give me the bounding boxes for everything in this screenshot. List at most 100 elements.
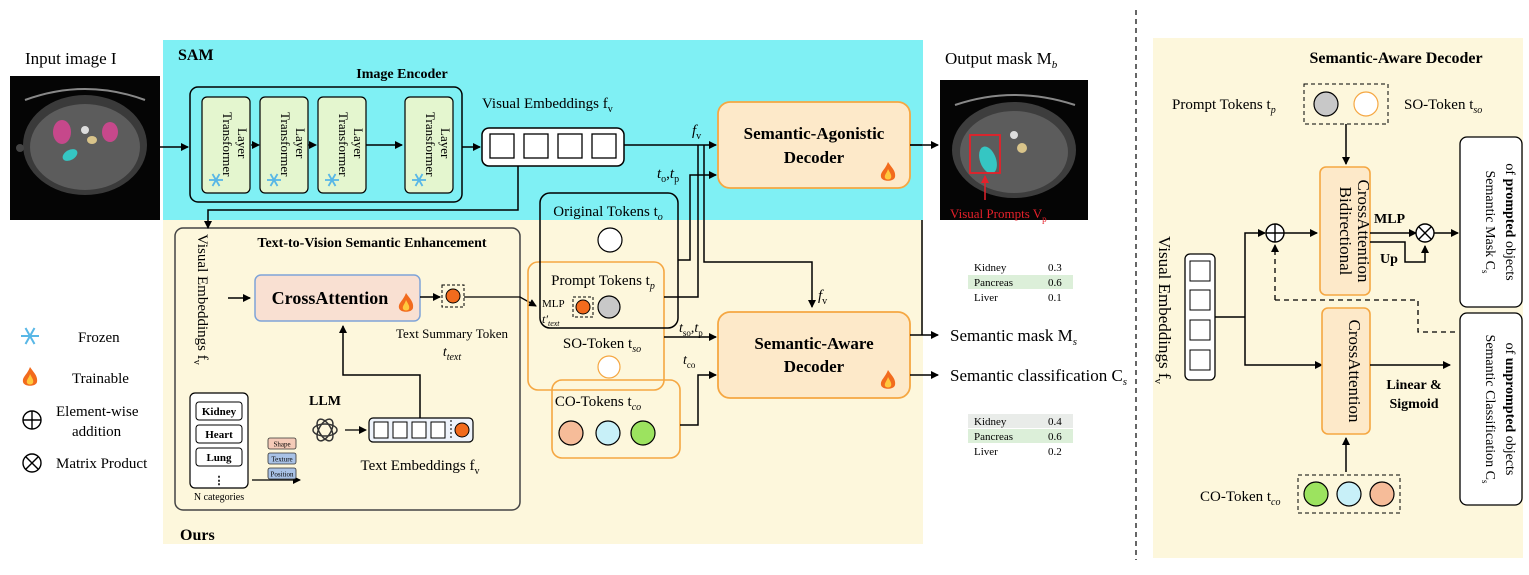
fire-icon [880, 370, 896, 389]
score-value: 0.4 [1048, 416, 1062, 428]
original-token [597, 227, 623, 253]
attribute-label: Position [271, 471, 294, 479]
score-label: Kidney [974, 416, 1007, 428]
highlight-row [968, 429, 1073, 443]
text-to-vision-enhancement [174, 227, 521, 511]
score-label: Kidney [974, 262, 1007, 274]
t2v-title: Text-to-Vision Semantic Enhancement [257, 236, 487, 251]
embedding-cell [591, 133, 617, 159]
prompt-tokens-label: Prompt Tokens tp [551, 273, 655, 292]
category-label: ⋮ [214, 475, 225, 487]
bidirectional-crossattention-block [1319, 166, 1371, 296]
out-mask-line1: Semantic Mask Cs [1480, 170, 1497, 274]
tco-label: tco [683, 353, 696, 370]
bidirectional-line2: CrossAttention [1354, 180, 1373, 283]
snowflake-icon [209, 173, 223, 187]
openai-logo-icon [312, 418, 338, 442]
score-value: 0.3 [1048, 262, 1062, 274]
transformer-layer-label: Transformer [278, 112, 293, 177]
sag-decoder-line2: Decoder [784, 148, 845, 167]
visual-embeddings-box [481, 127, 625, 167]
legend-addition-line2: addition [72, 424, 122, 440]
bidirectional-line1: Bidirectional [1336, 187, 1355, 276]
score-value: 0.6 [1048, 431, 1062, 443]
co-token-row-box [1297, 474, 1401, 514]
to-tp-label: to,tp [657, 166, 679, 185]
attribute-chip [267, 437, 297, 450]
category-label: Kidney [202, 406, 237, 418]
out-cls-line2: of unprompted objects [1502, 343, 1517, 476]
element-wise-addition-icon [1265, 223, 1285, 243]
transformer-layer-label: Layer [351, 128, 366, 159]
snowflake-icon [21, 327, 39, 345]
text-summary-token [445, 288, 461, 304]
llm-label: LLM [309, 394, 341, 409]
right-co-token-label: CO-Token tco [1200, 489, 1280, 508]
co-token [558, 420, 584, 446]
category-chip [195, 401, 243, 421]
score-label: Liver [974, 446, 998, 458]
snowflake-icon [267, 173, 281, 187]
t-prime-text-label: t′text [542, 312, 560, 328]
fv-label-top: fv [692, 123, 701, 142]
fire-icon [22, 367, 38, 386]
ours-label: Ours [180, 527, 215, 544]
mlp-label: MLP [542, 298, 565, 310]
attribute-label: Texture [271, 456, 292, 464]
semantic-mask-label: Semantic mask Ms [950, 326, 1077, 348]
legend-trainable: Trainable [72, 371, 129, 387]
transformer-layer-label: Transformer [336, 112, 351, 177]
text-embeddings-label: Text Embeddings fv [361, 458, 480, 477]
category-chip [195, 424, 243, 444]
legend-frozen: Frozen [78, 330, 120, 346]
crossattention-block-right [1321, 307, 1371, 435]
score-label: Pancreas [974, 431, 1013, 443]
mlp-label-right: MLP [1374, 212, 1406, 227]
score-label: Pancreas [974, 277, 1013, 289]
right-visual-embeddings-label: Visual Embeddings fv [1152, 236, 1174, 385]
header-row [968, 414, 1073, 428]
visual-embeddings-label: Visual Embeddings fv [482, 96, 613, 115]
transformer-layer-label: Layer [235, 128, 250, 159]
tokens-group [527, 261, 665, 391]
co-tokens-box [551, 379, 681, 459]
linear-sigmoid-line1: Linear & [1386, 378, 1441, 393]
matrix-product-icon [1415, 223, 1435, 243]
out-cls-line1: Semantic Classification Cs [1480, 335, 1497, 484]
crossattention-block [254, 274, 421, 322]
prompt-token [597, 295, 621, 319]
transformer-layer-label: Layer [438, 128, 453, 159]
semantic-mask-output-box [1459, 136, 1523, 308]
input-image-label: Input image I [25, 49, 117, 68]
right-panel-title: Semantic-Aware Decoder [1309, 50, 1482, 67]
fire-icon [398, 293, 414, 312]
so-token-label: SO-Token tso [563, 336, 641, 355]
score-value: 0.1 [1048, 292, 1062, 304]
sa-decoder-line1: Semantic-Aware [754, 334, 874, 353]
text-summary-token-box [441, 284, 465, 308]
category-label: Heart [205, 429, 233, 441]
prompt-token [1313, 91, 1339, 117]
transformer-layer-label: Transformer [423, 112, 438, 177]
t-text-label: ttext [443, 345, 462, 363]
visual-embeddings-vertical: Visual Embeddings fv [191, 234, 210, 365]
attribute-chip [267, 467, 297, 480]
output-mask-image [940, 80, 1088, 220]
attribute-chip [267, 452, 297, 465]
semantic-aware-decoder [717, 311, 911, 399]
legend-addition-line1: Element-wise [56, 404, 139, 420]
image-encoder-title: Image Encoder [356, 67, 447, 82]
co-tokens-label: CO-Tokens tco [555, 394, 641, 413]
category-label: Lung [206, 452, 232, 464]
right-so-token-label: SO-Token tso [1404, 97, 1482, 116]
output-mask-label: Output mask Mb [945, 49, 1058, 71]
semantic-classification-label: Semantic classification Cs [950, 366, 1127, 388]
sa-decoder-line2: Decoder [784, 357, 845, 376]
co-token [595, 420, 621, 446]
original-tokens-label: Original Tokens to [553, 204, 663, 223]
